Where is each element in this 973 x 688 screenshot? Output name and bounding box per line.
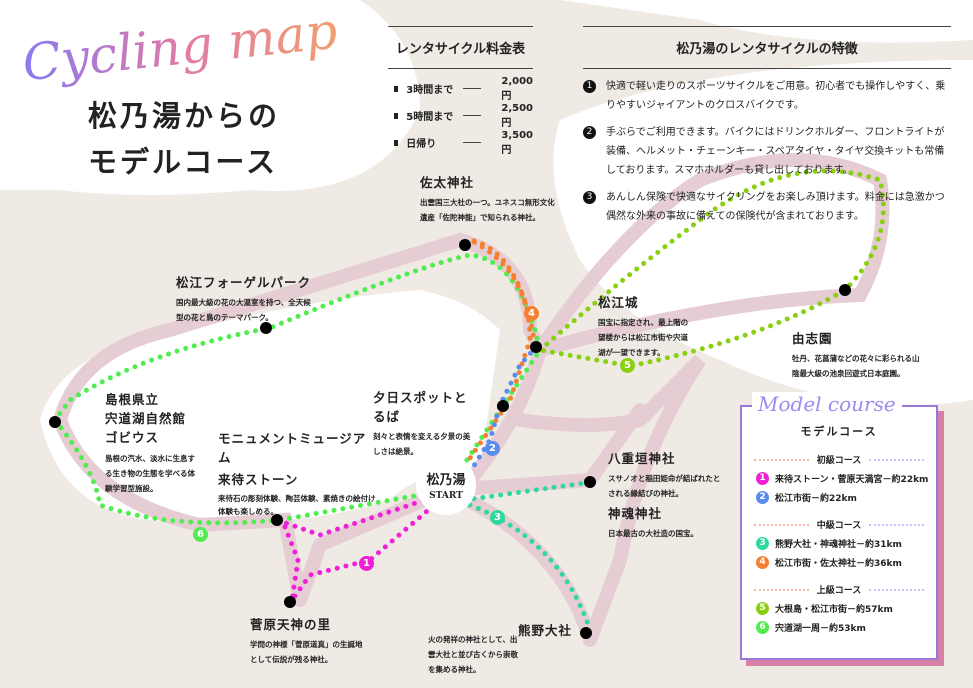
route-badge-1: 1 [359, 556, 374, 571]
place-desc: 出雲国三大社の一つ。ユネスコ無形文化遺産「佐陀神能」で知られる神社。 [420, 198, 555, 222]
place-desc: 刻々と表情を変える夕景の美しさは絶景。 [373, 432, 471, 456]
page-title: 松乃湯からの モデルコース [88, 93, 280, 185]
sea [0, 0, 420, 195]
location-dot [49, 416, 61, 428]
place-kamosu: 神魂神社日本最古の大社造の国宝。 [608, 503, 728, 541]
location-dot [260, 322, 272, 334]
route-3 [462, 480, 593, 633]
route-badge-5: 5 [620, 358, 635, 373]
location-dot [284, 596, 296, 608]
route-badge-6: 6 [193, 527, 208, 542]
route-1 [278, 492, 443, 603]
route-5 [537, 168, 886, 369]
lake-shinji [40, 290, 500, 523]
price-row: 5時間まで 2,500円 [394, 102, 533, 129]
place-name: 佐太神社 [420, 175, 475, 190]
place-desc: 日本最古の大社造の国宝。 [608, 529, 698, 538]
place-gobius: 島根県立宍道湖自然館ゴビウス 島根の汽水、淡水に生息する生き物の生態を学べる体験… [105, 390, 200, 496]
route-badge-2: 2 [485, 441, 500, 456]
price-value: 3,500円 [501, 129, 533, 156]
sea-top-right [560, 0, 973, 43]
location-dot [271, 514, 283, 526]
pricing-table: レンタサイクル料金表 3時間まで 2,000円 5時間まで 2,500円 日帰り 3,… [388, 26, 533, 156]
place-desc: 国内最大級の花の大温室を持つ、全天候型の花と鳥のテーマパーク。 [176, 298, 311, 322]
price-value: 2,500円 [501, 102, 533, 129]
location-dot [839, 284, 851, 296]
place-name: 島根県立宍道湖自然館ゴビウス [105, 392, 187, 445]
place-name: 八重垣神社 [608, 451, 676, 466]
place-name: 由志園 [792, 331, 833, 346]
feature-text: 快適で軽い走りのスポーツサイクルをご用意。初心者でも操作しやすく、乗りやすいジャ… [606, 81, 946, 111]
price-row: 3時間まで 2,000円 [394, 75, 533, 102]
feature-item: 1 快適で軽い走りのスポーツサイクルをご用意。初心者でも操作しやすく、乗りやすいジ… [583, 77, 951, 115]
place-name: 熊野大社 [518, 623, 573, 638]
pricing-heading: レンタサイクル料金表 [388, 26, 533, 69]
place-desc: 来待石の彫刻体験、陶芸体験、素焼きの絵付け体験も楽しめる。 [218, 494, 376, 516]
route-2 [462, 344, 539, 483]
place-sada: 佐太神社出雲国三大社の一つ。ユネスコ無形文化遺産「佐陀神能」で知られる神社。 [420, 172, 560, 225]
model-course-script-title: Model course [752, 392, 902, 416]
start-name: 松乃湯 [426, 473, 466, 488]
place-castle: 松江城国宝に指定され、最上階の望楼からは松江市街や宍道湖が一望できます。 [598, 292, 693, 360]
location-dot [497, 400, 509, 412]
place-sunset: 夕日スポットとるば刻々と表情を変える夕景の美しさは絶景。 [373, 387, 473, 459]
price-value: 2,000円 [501, 75, 533, 102]
price-label: 3時間まで [406, 85, 454, 96]
feature-text: あんしん保険で快適なサイクリングをお楽しみ頂けます。料金には急激かつ偶然な外来の… [606, 192, 945, 222]
location-dot [459, 239, 471, 251]
place-yaegaki: 八重垣神社スサノオと稲田姫命が結ばれたとされる縁結びの神社。 [608, 448, 723, 501]
features-heading: 松乃湯のレンタサイクルの特徴 [583, 26, 951, 69]
place-name: 菅原天神の里 [250, 617, 332, 632]
place-name: 来待ストーン [218, 472, 299, 487]
place-kumano-name: 熊野大社 [518, 620, 578, 639]
location-dot [530, 341, 542, 353]
features-panel: 松乃湯のレンタサイクルの特徴 1 快適で軽い走りのスポーツサイクルをご用意。初心者… [583, 26, 951, 226]
price-label: 日帰り [406, 139, 437, 150]
feature-number: 3 [583, 191, 596, 204]
title-line-2: モデルコース [88, 145, 278, 179]
place-desc: 島根の汽水、淡水に生息する生き物の生態を学べる体験学習型施設。 [105, 454, 195, 493]
feature-item: 3 あんしん保険で快適なサイクリングをお楽しみ頂けます。料金には急激かつ偶然な外来… [583, 188, 951, 226]
location-dot [580, 627, 592, 639]
title-line-1: 松乃湯からの [88, 99, 281, 133]
feature-item: 2 手ぶらでご利用できます。バイクにはドリンクホルダー、フロントライトが装備、ヘル… [583, 123, 951, 180]
feature-number: 1 [583, 80, 596, 93]
start-marker: 松乃湯 START [416, 455, 476, 515]
place-name: 松江フォーゲルパーク [176, 275, 312, 290]
place-desc: 牡丹、花菖蒲などの花々に彩られる山陰最大級の池泉回遊式日本庭園。 [792, 354, 920, 378]
place-name: 夕日スポットとるば [373, 390, 468, 424]
route-badge-4: 4 [524, 306, 539, 321]
place-kumano-desc: 火の発祥の神社として、出雲大社と並び古くから崇敬を集める神社。 [428, 628, 523, 677]
route-badge-3: 3 [490, 510, 505, 525]
start-label: START [429, 491, 463, 501]
price-row: 日帰り 3,500円 [394, 129, 533, 156]
place-desc: 学問の神様「菅原道真」の生誕地として伝説が残る神社。 [250, 640, 363, 664]
place-vogel: 松江フォーゲルパーク国内最大級の花の大温室を持つ、全天候型の花と鳥のテーマパーク… [176, 272, 316, 325]
place-kimachi: モニュメントミュージアム来待ストーン来待石の彫刻体験、陶芸体験、素焼きの絵付け体… [218, 428, 376, 518]
place-name: モニュメントミュージアム [218, 431, 367, 465]
place-sugawara: 菅原天神の里学問の神様「菅原道真」の生誕地として伝説が残る神社。 [250, 614, 365, 667]
model-course-heading: モデルコース [800, 425, 878, 438]
price-label: 5時間まで [406, 112, 454, 123]
place-yushien: 由志園牡丹、花菖蒲などの花々に彩られる山陰最大級の池泉回遊式日本庭園。 [792, 328, 922, 381]
level-label: 上級コース [742, 583, 936, 596]
place-name: 松江城 [598, 295, 639, 310]
route-6 [51, 252, 543, 526]
location-dot [584, 476, 596, 488]
feature-number: 2 [583, 126, 596, 139]
place-name: 神魂神社 [608, 506, 663, 521]
place-desc: 火の発祥の神社として、出雲大社と並び古くから崇敬を集める神社。 [428, 635, 518, 674]
place-desc: 国宝に指定され、最上階の望楼からは松江市街や宍道湖が一望できます。 [598, 318, 689, 357]
level-label: 初級コース [742, 453, 936, 466]
level-label: 中級コース [742, 518, 936, 531]
place-desc: スサノオと稲田姫命が結ばれたとされる縁結びの神社。 [608, 474, 721, 498]
feature-text: 手ぶらでご利用できます。バイクにはドリンクホルダー、フロントライトが装備、ヘルメ… [606, 127, 945, 176]
